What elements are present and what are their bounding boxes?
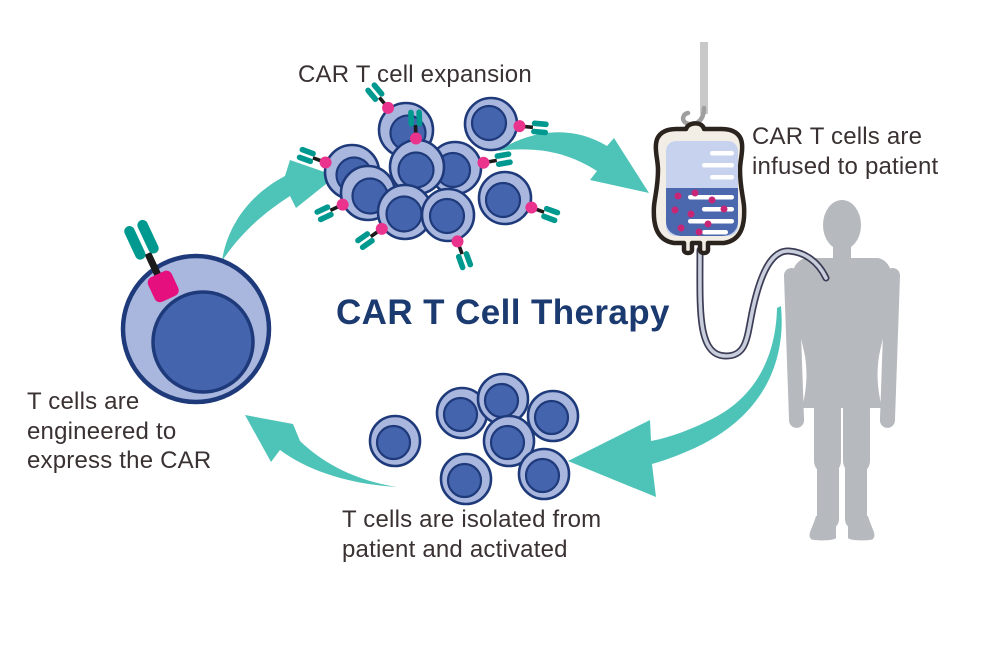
arrow-engineering-to-expansion xyxy=(222,160,336,261)
patient-torso xyxy=(791,258,893,408)
patient-leg-left-calf xyxy=(817,458,839,530)
iv-hook xyxy=(680,105,707,127)
patient-leg-right-calf xyxy=(845,458,867,530)
patient-head xyxy=(823,200,861,250)
arrow-isolation-to-engineering xyxy=(245,415,397,487)
iv-bag-icon xyxy=(651,121,747,256)
infusion-tube xyxy=(696,246,830,360)
label-expansion: CAR T cell expansion xyxy=(298,61,532,88)
t-cell xyxy=(526,389,580,443)
car-t-cell xyxy=(420,187,476,273)
iv-bag-cell-dots xyxy=(671,189,728,236)
patient-arm-right xyxy=(879,267,901,428)
iv-bag-fluid-lower xyxy=(666,188,738,236)
patient-silhouette xyxy=(783,200,901,541)
arrow-patient-to-isolation xyxy=(568,306,782,497)
engineered-t-cell xyxy=(120,219,272,405)
page-title: CAR T Cell Therapy xyxy=(336,293,670,332)
isolated-t-cell-cluster xyxy=(368,372,580,506)
iv-bag-graduation-stripes xyxy=(688,151,734,235)
patient-leg-left-thigh xyxy=(814,396,841,474)
label-infusion: CAR T cells are infused to patient xyxy=(752,123,939,180)
iv-pole xyxy=(700,42,708,114)
label-isolation: T cells are isolated from patient and ac… xyxy=(342,506,602,563)
car-t-cell xyxy=(463,96,551,152)
patient-foot-right xyxy=(848,516,875,541)
label-engineering: T cells are engineered to express the CA… xyxy=(27,388,212,474)
arrow-expansion-to-infusion xyxy=(498,132,649,193)
car-t-cell xyxy=(477,170,563,226)
t-cell xyxy=(368,414,422,468)
car-receptor xyxy=(124,219,179,303)
t-cell xyxy=(439,452,493,506)
t-cell xyxy=(517,447,571,501)
patient-arm-left xyxy=(783,267,805,428)
car-t-cell-cluster xyxy=(294,79,563,273)
patient-foot-left xyxy=(809,516,836,541)
car-t-cell xyxy=(352,183,434,253)
patient-leg-right-thigh xyxy=(843,396,870,474)
